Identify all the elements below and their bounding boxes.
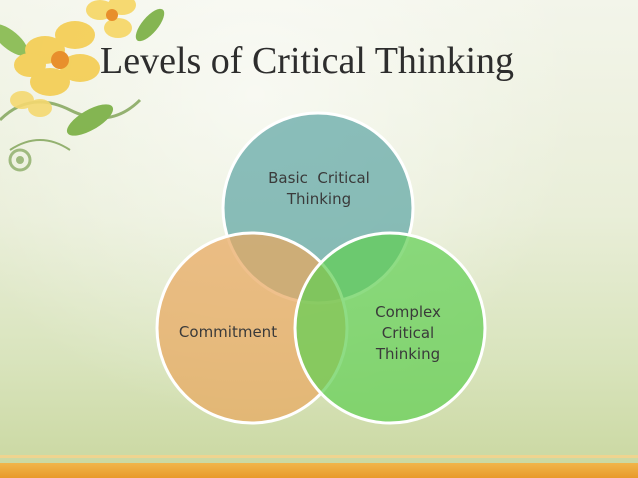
basic-label-line1: Basic Critical [268, 169, 370, 187]
bottom-accent-bar [0, 463, 638, 478]
basic-critical-thinking-label: Basic Critical Thinking [250, 168, 388, 210]
commitment-label-line1: Commitment [178, 323, 278, 341]
slide-title: Levels of Critical Thinking [100, 40, 515, 82]
complex-label-line2: Critical [381, 324, 435, 342]
complex-label-line1: Complex [375, 303, 441, 321]
complex-critical-thinking-circle [293, 231, 487, 425]
commitment-label: Commitment [168, 322, 288, 343]
bottom-accent-line [0, 455, 638, 458]
flower-decoration [0, 0, 165, 172]
complex-label-line3: Thinking [375, 345, 441, 363]
complex-critical-thinking-label: Complex Critical Thinking [352, 302, 464, 365]
basic-label-line2: Thinking [286, 190, 352, 208]
